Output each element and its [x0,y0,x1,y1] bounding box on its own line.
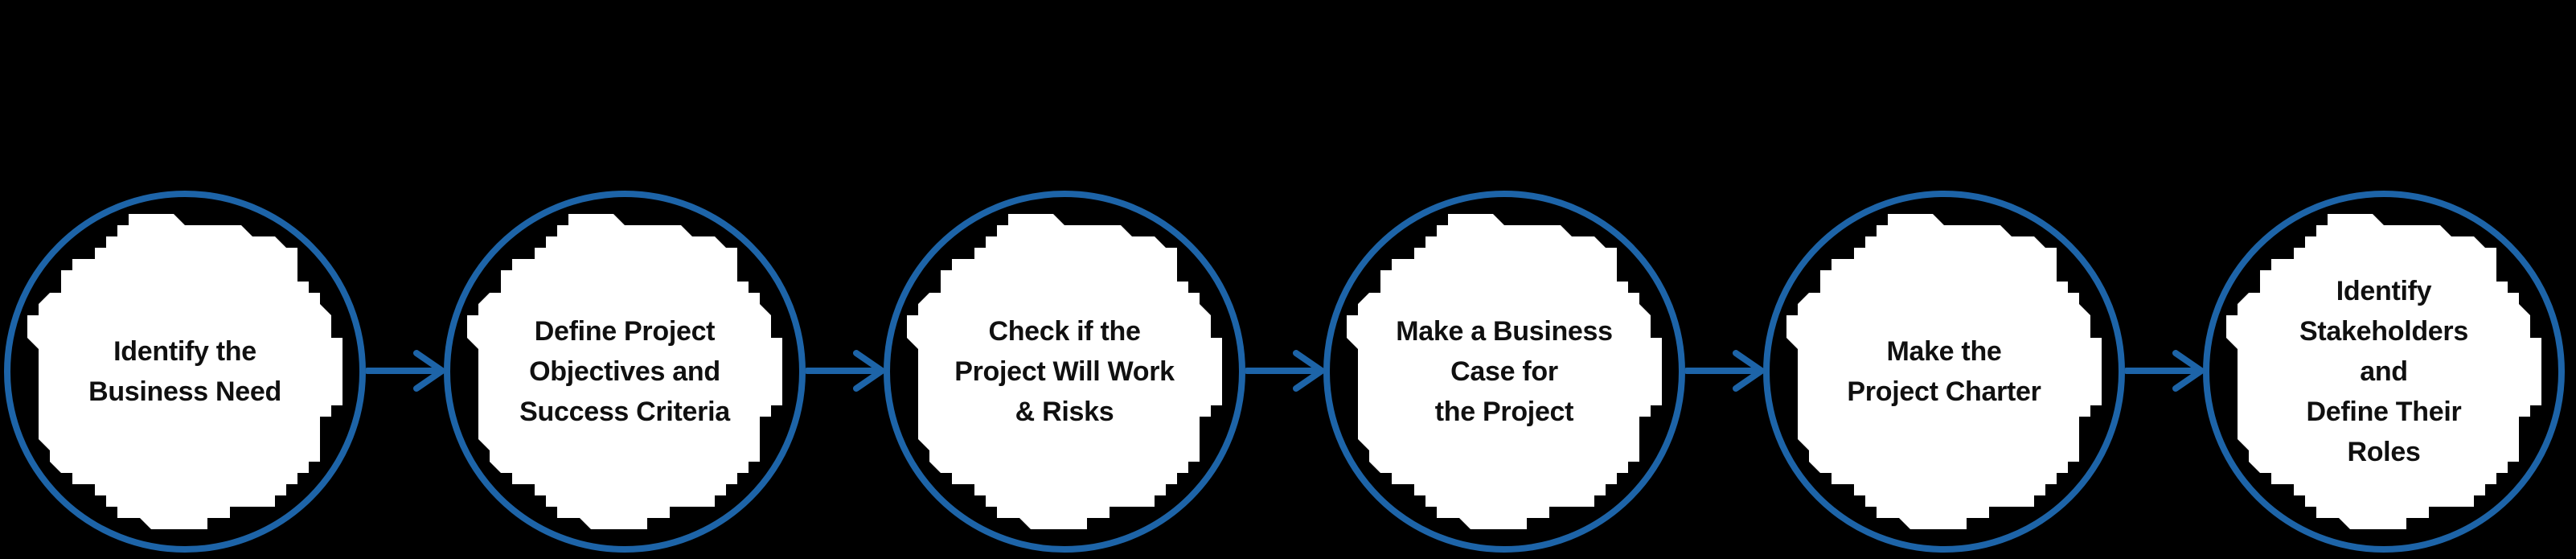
connector-arrow-icon [806,350,885,392]
step-label-line: Business Need [88,376,281,407]
step-label-line: Identify the [113,336,256,367]
step-label-line: Check if the [988,316,1141,347]
arrow-right-icon [2125,350,2205,392]
step-label-line: Project Charter [1847,376,2041,407]
step-label-line: Stakeholders [2299,316,2468,347]
step-circle-ring [884,191,1245,553]
connector-arrow-icon [1685,350,1765,392]
step-label: Make the Project Charter [1763,191,2125,553]
process-step-6: Identify Stakeholders and Define Their R… [2203,191,2565,553]
step-label: Make a Business Case for the Project [1323,191,1685,553]
connector-arrow-icon [366,350,445,392]
process-step-1: Identify the Business Need [4,191,366,553]
step-label-line: Project Will Work [954,356,1175,387]
step-label-line: Define Their [2306,397,2462,427]
step-circle-ring [2203,191,2565,553]
step-label-line: Case for [1450,356,1558,387]
step-label-line: Roles [2347,437,2421,467]
step-label: Check if the Project Will Work & Risks [884,191,1245,553]
process-step-3: Check if the Project Will Work & Risks [884,191,1245,553]
step-circle-ring [1763,191,2125,553]
step-label-line: Objectives and [529,356,720,387]
step-label-line: Define Project [534,316,716,347]
step-label-line: Identify [2336,276,2432,306]
process-step-4: Make a Business Case for the Project [1323,191,1685,553]
step-label-line: the Project [1434,397,1574,427]
step-circle-ring [4,191,366,553]
step-label-line: Success Criteria [519,397,730,427]
step-label-line: & Risks [1015,397,1114,427]
step-circle-fill [467,214,782,529]
step-circle-ring [1323,191,1685,553]
step-label: Identify Stakeholders and Define Their R… [2203,191,2565,553]
step-label-line: and [2360,356,2408,387]
step-label-line: Make the [1886,336,2002,367]
arrow-right-icon [1245,350,1325,392]
process-step-2: Define Project Objectives and Success Cr… [444,191,806,553]
arrow-right-icon [806,350,885,392]
step-circle-fill [1347,214,1662,529]
process-step-5: Make the Project Charter [1763,191,2125,553]
arrow-right-icon [366,350,445,392]
step-label: Define Project Objectives and Success Cr… [444,191,806,553]
connector-arrow-icon [1245,350,1325,392]
step-circle-fill [907,214,1222,529]
step-circle-ring [444,191,806,553]
step-label: Identify the Business Need [4,191,366,553]
connector-arrow-icon [2125,350,2205,392]
step-circle-fill [1786,214,2102,529]
step-circle-fill [2226,214,2541,529]
step-label-line: Make a Business [1396,316,1613,347]
arrow-right-icon [1685,350,1765,392]
step-circle-fill [27,214,343,529]
